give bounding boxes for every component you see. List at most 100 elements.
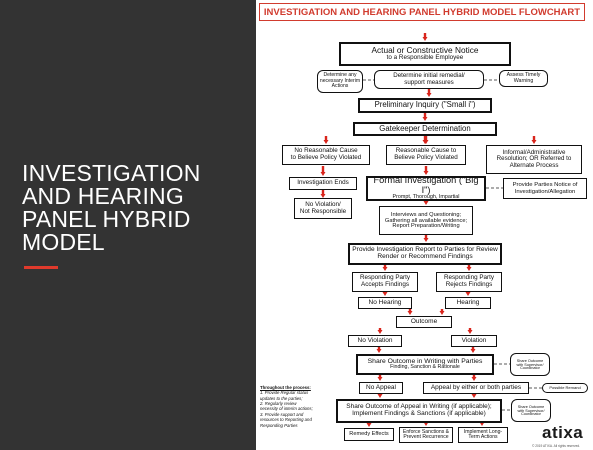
possible-remand-box: Possible Remand xyxy=(542,383,588,393)
remedial-line: support measures xyxy=(404,78,454,86)
no-cause-box: No Reasonable Cause to Believe Policy Vi… xyxy=(282,145,370,165)
logo-text: atixa xyxy=(542,423,584,442)
interim-line: necessary Interim xyxy=(319,77,361,84)
flow-arrow xyxy=(531,136,537,144)
accepts-line: Accepts Findings xyxy=(361,281,409,288)
interim-line: Actions xyxy=(331,83,349,90)
notice-parties-line: Investigation/Allegation xyxy=(514,188,576,195)
informal-line: Resolution; OR Referred to xyxy=(496,155,572,163)
flow-arrow xyxy=(377,328,383,334)
flow-arrow xyxy=(423,166,429,175)
flow-arrow xyxy=(377,375,383,381)
flow-arrow xyxy=(376,347,382,353)
flow-arrow xyxy=(422,33,428,41)
report-line: Provide Investigation Report to Parties … xyxy=(352,246,498,254)
copyright-text: © 2019 ATIXA. All rights reserved. xyxy=(532,444,580,448)
share-supervisor-box-2: Share Outcome with Supervisor/ Coordinat… xyxy=(511,399,551,422)
notice-line: Actual or Constructive Notice xyxy=(371,45,479,56)
interviews-box: Interviews and Questioning; Gathering al… xyxy=(379,206,473,235)
share-appeal-line: Implement Findings & Sanctions (if appli… xyxy=(352,410,486,417)
share-supervisor-box-1: Share Outcome with Supervisor/ Coordinat… xyxy=(510,353,550,376)
flow-arrow xyxy=(382,292,388,296)
no-violation-box: No Violation xyxy=(348,335,402,347)
flow-arrow xyxy=(423,136,429,144)
title-line: AND HEARING xyxy=(22,183,184,209)
big-i-label: Formal Investigation ("Big I") xyxy=(373,175,479,195)
no-violation-nr-line: No Violation/ xyxy=(305,200,341,208)
process-note: 3. Provide support and xyxy=(260,411,304,417)
share-sup-line: with Supervisor/ xyxy=(517,408,545,413)
yes-cause-line: Believe Policy Violated xyxy=(394,154,458,161)
process-notes: Throughout the process: 1. Provide Regul… xyxy=(260,385,334,428)
interviews-line: Report Preparation/Writing xyxy=(392,223,460,230)
process-note: necessity of interim actions; xyxy=(260,406,313,412)
informal-line: Alternate Process xyxy=(509,161,559,169)
flow-arrow xyxy=(320,166,326,176)
share-sup-line: with Supervisor/ xyxy=(516,362,544,367)
remedy-effects-box: Remedy Effects xyxy=(344,428,394,441)
title-line: INVESTIGATION xyxy=(22,160,201,186)
share-sup-line: Share Outcome xyxy=(517,404,545,409)
process-note: 2. Regularly review xyxy=(260,401,297,407)
flow-arrow xyxy=(320,190,326,198)
appeal-box: Appeal by either or both parties xyxy=(423,382,529,394)
share-appeal-box: Share Outcome of Appeal in Writing (if a… xyxy=(336,399,502,423)
interviews-line: Gathering all available evidence; xyxy=(384,217,468,224)
enforce-line: Enforce Sanctions & xyxy=(402,428,450,435)
notice-parties-line: Provide Parties Notice of xyxy=(512,182,578,189)
yes-cause-box: Reasonable Cause to Believe Policy Viola… xyxy=(386,145,466,165)
share-sup-line: Coordinator xyxy=(521,412,541,417)
informal-resolution-box: Informal/Administrative Resolution; OR R… xyxy=(486,145,582,174)
flow-arrow xyxy=(407,309,413,315)
no-violation-nr-box: No Violation/ Not Responsible xyxy=(294,198,352,219)
share-outcome-label: Share Outcome in Writing with Parties xyxy=(367,358,483,366)
interviews-line: Interviews and Questioning; xyxy=(390,211,462,218)
flow-arrow xyxy=(423,235,429,242)
share-outcome-box: Share Outcome in Writing with Parties Fi… xyxy=(356,354,494,375)
flow-arrow xyxy=(471,375,477,381)
title-line: MODEL xyxy=(22,229,105,255)
report-line: Render or Recommend Findings xyxy=(377,253,473,260)
notice-box: Actual or Constructive Notice to a Respo… xyxy=(339,42,511,66)
yes-cause-line: Reasonable Cause to xyxy=(395,147,457,155)
slide-title: INVESTIGATION AND HEARING PANEL HYBRID M… xyxy=(22,162,242,254)
flow-arrow xyxy=(426,89,432,97)
timely-line: Assess Timely xyxy=(506,71,541,78)
flow-arrow xyxy=(366,423,372,427)
small-i-box: Preliminary Inquiry ("Small i") xyxy=(358,98,492,113)
process-note: Responding Parties xyxy=(260,422,298,428)
share-sup-line: Share Outcome xyxy=(516,358,544,363)
remedial-line: Determine initial remedial/ xyxy=(393,72,465,79)
gatekeeper-box: Gatekeeper Determination xyxy=(353,122,497,136)
flowchart-panel: INVESTIGATION AND HEARING PANEL HYBRID M… xyxy=(256,0,593,450)
flow-arrow xyxy=(471,394,477,398)
flow-arrow xyxy=(466,265,472,271)
notice-parties-box: Provide Parties Notice of Investigation/… xyxy=(503,178,587,199)
report-box: Provide Investigation Report to Parties … xyxy=(348,243,502,265)
interim-line: Determine any xyxy=(323,72,357,79)
no-hearing-box: No Hearing xyxy=(358,297,412,309)
enforce-line: Prevent Recurrence xyxy=(403,434,449,440)
big-i-box: Formal Investigation ("Big I") Prompt, T… xyxy=(366,175,486,201)
accent-bar xyxy=(24,266,58,269)
share-appeal-line: Share Outcome of Appeal in Writing (if a… xyxy=(346,403,492,411)
timely-warning-box: Assess Timely Warning xyxy=(499,70,548,87)
flow-arrow xyxy=(377,394,383,398)
interim-actions-box: Determine any necessary Interim Actions xyxy=(317,70,363,93)
timely-line: Warning xyxy=(513,77,534,84)
longterm-line: Term Actions xyxy=(468,434,498,440)
no-cause-line: No Reasonable Cause xyxy=(294,147,358,155)
outcome-box: Outcome xyxy=(396,316,452,328)
rejects-line: Rejects Findings xyxy=(445,281,493,288)
violation-box: Violation xyxy=(451,335,497,347)
rejects-line: Responding Party xyxy=(443,274,495,282)
hearing-box: Hearing xyxy=(445,297,491,309)
long-term-box: Implement Long- Term Actions xyxy=(458,427,508,443)
accepts-findings-box: Responding Party Accepts Findings xyxy=(352,272,418,292)
no-cause-line: to Believe Policy Violated xyxy=(290,154,362,161)
flow-arrow xyxy=(422,113,428,121)
big-i-sub: Prompt, Thorough, Impartial xyxy=(392,194,460,201)
flow-arrow xyxy=(470,347,476,353)
remedial-box: Determine initial remedial/ support meas… xyxy=(374,70,484,89)
flow-arrow xyxy=(382,265,388,271)
